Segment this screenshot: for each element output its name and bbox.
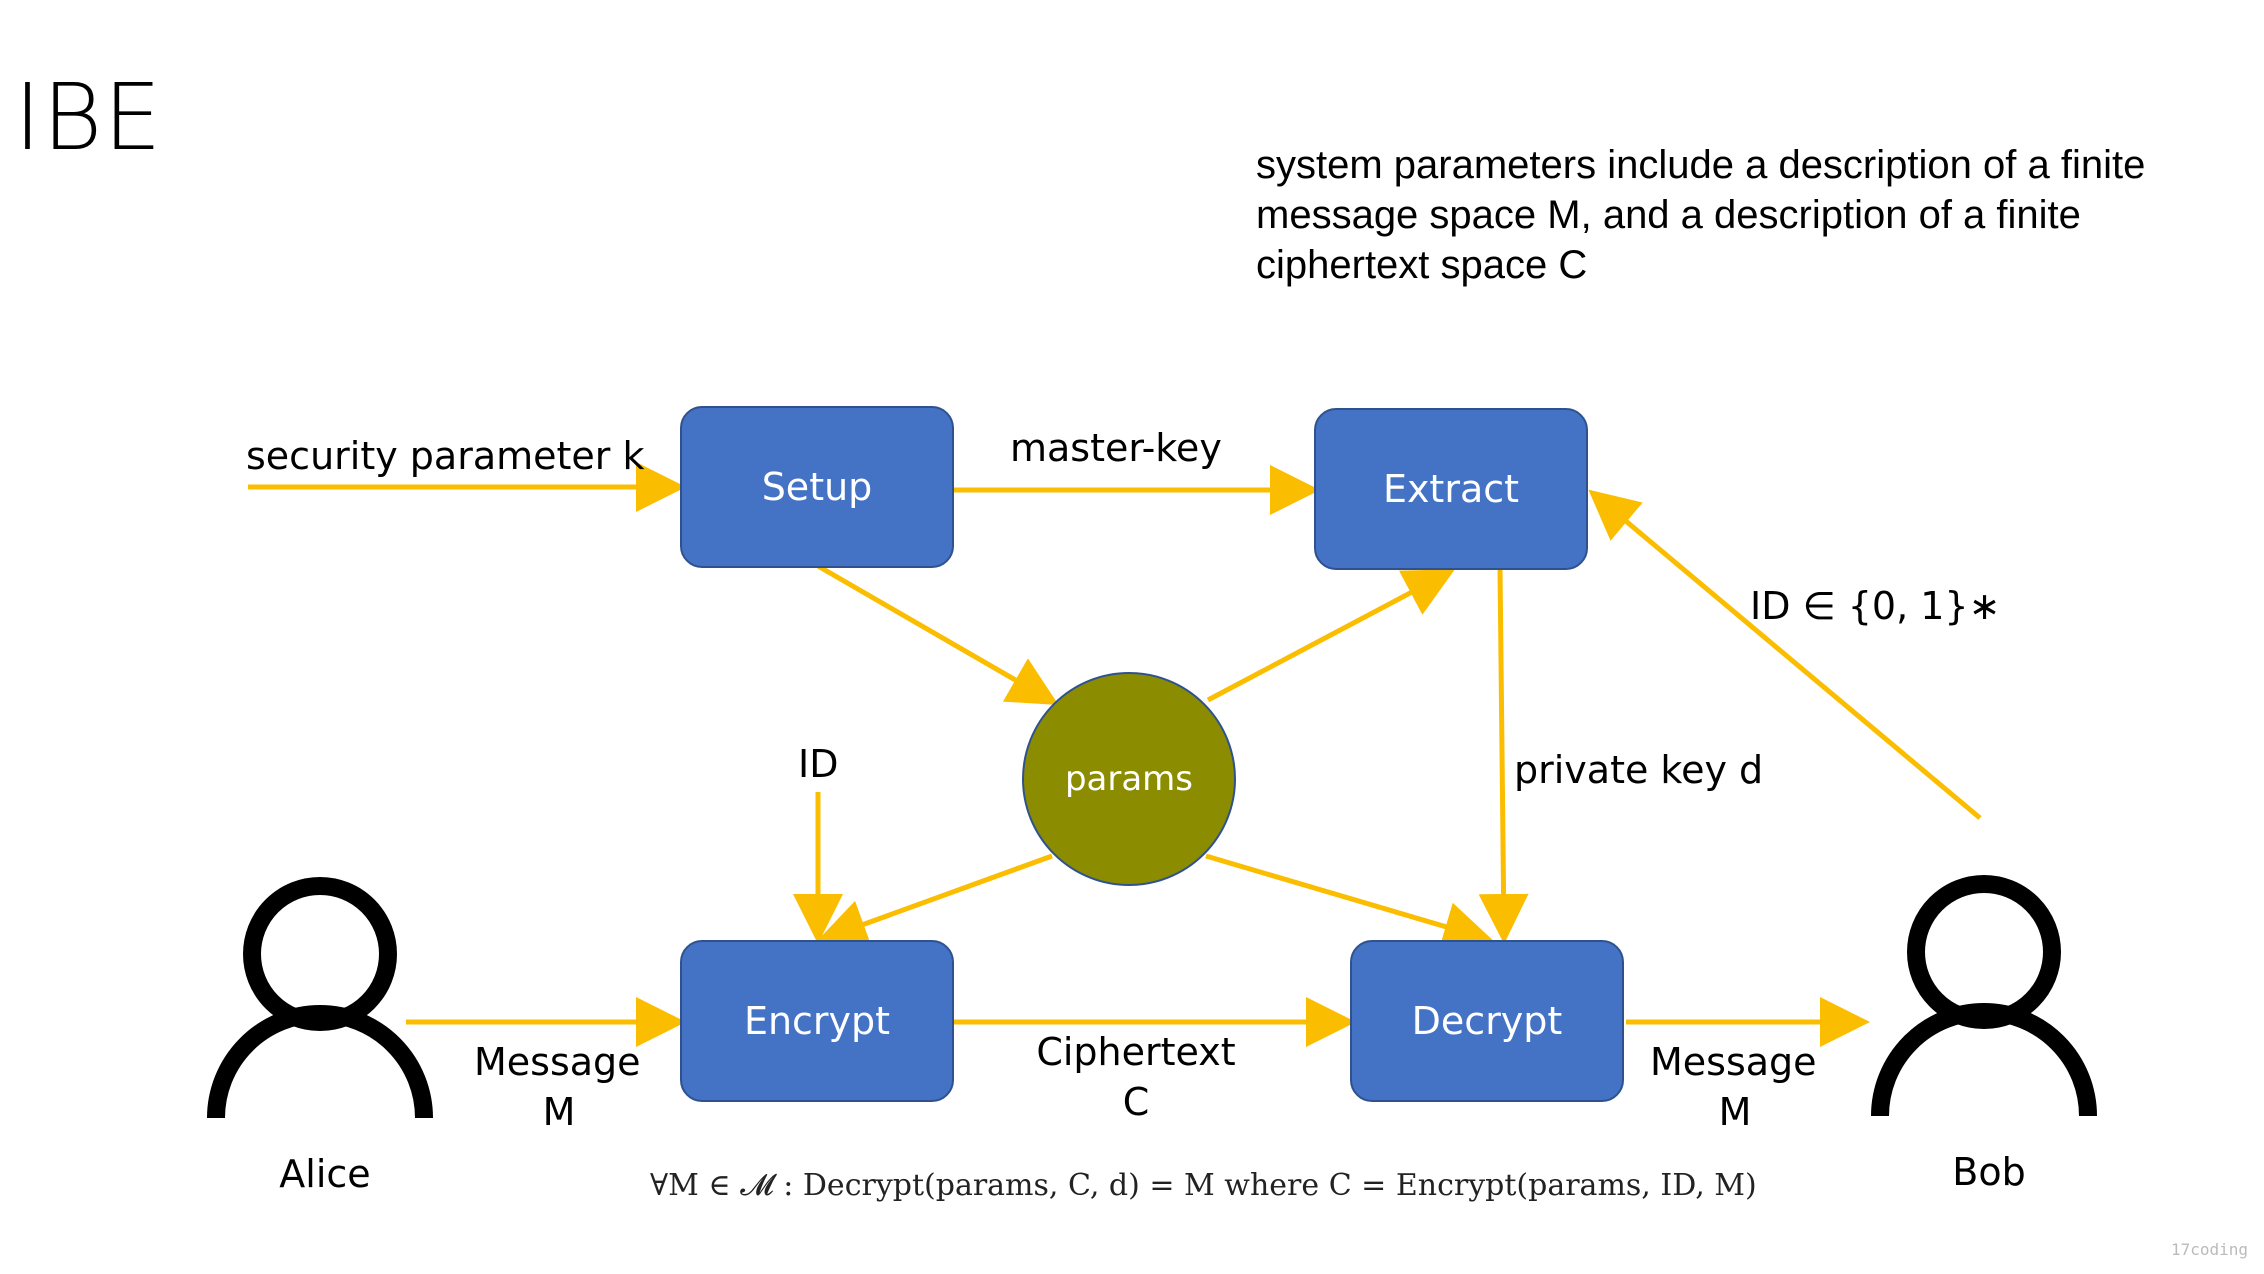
setup-label: Setup — [761, 465, 873, 509]
master-key-label: master-key — [1010, 426, 1222, 470]
message-left-label: Message — [474, 1040, 641, 1084]
arrow-setup-to-params — [816, 563, 1059, 706]
system-parameters-note: system parameters include a description … — [1256, 143, 2146, 287]
arrow-bob-to-extract — [1588, 489, 1982, 820]
params-label: params — [1064, 759, 1194, 799]
message-right-label: Message — [1650, 1040, 1817, 1084]
watermark: 17coding — [2170, 1240, 2248, 1259]
page-title: IBE — [14, 64, 163, 171]
alice-label: Alice — [279, 1152, 371, 1196]
bob-label: Bob — [1952, 1150, 2026, 1194]
decrypt-label: Decrypt — [1411, 999, 1563, 1043]
correctness-formula: ∀M ∈ 𝓜 : Decrypt(params, C, d) = M where… — [650, 1168, 1757, 1203]
decrypt-box: Decrypt — [1350, 940, 1624, 1102]
arrow-params-to-encrypt — [816, 853, 1053, 948]
bob-person-icon — [1871, 875, 2097, 1117]
setup-box: Setup — [680, 406, 954, 568]
message-right-symbol: M — [1718, 1090, 1752, 1134]
arrow-params-to-decrypt — [1205, 853, 1494, 951]
ciphertext-symbol: C — [1122, 1080, 1150, 1124]
encrypt-box: Encrypt — [680, 940, 954, 1102]
private-key-label: private key d — [1514, 748, 1764, 792]
arrow-extract-to-decrypt — [1478, 567, 1529, 944]
alice-person-icon — [207, 877, 433, 1119]
extract-box: Extract — [1314, 408, 1588, 570]
arrow-params-to-extract — [1206, 569, 1455, 703]
extract-label: Extract — [1382, 467, 1520, 511]
encrypt-label: Encrypt — [743, 999, 891, 1043]
message-left-symbol: M — [542, 1090, 576, 1134]
id-label: ID — [798, 742, 839, 786]
params-circle: params — [1022, 672, 1236, 886]
security-parameter-label: security parameter k — [246, 434, 645, 478]
ciphertext-label: Ciphertext — [1036, 1030, 1236, 1074]
id-bob-label: ID ∈ {0, 1}∗ — [1750, 584, 2001, 628]
